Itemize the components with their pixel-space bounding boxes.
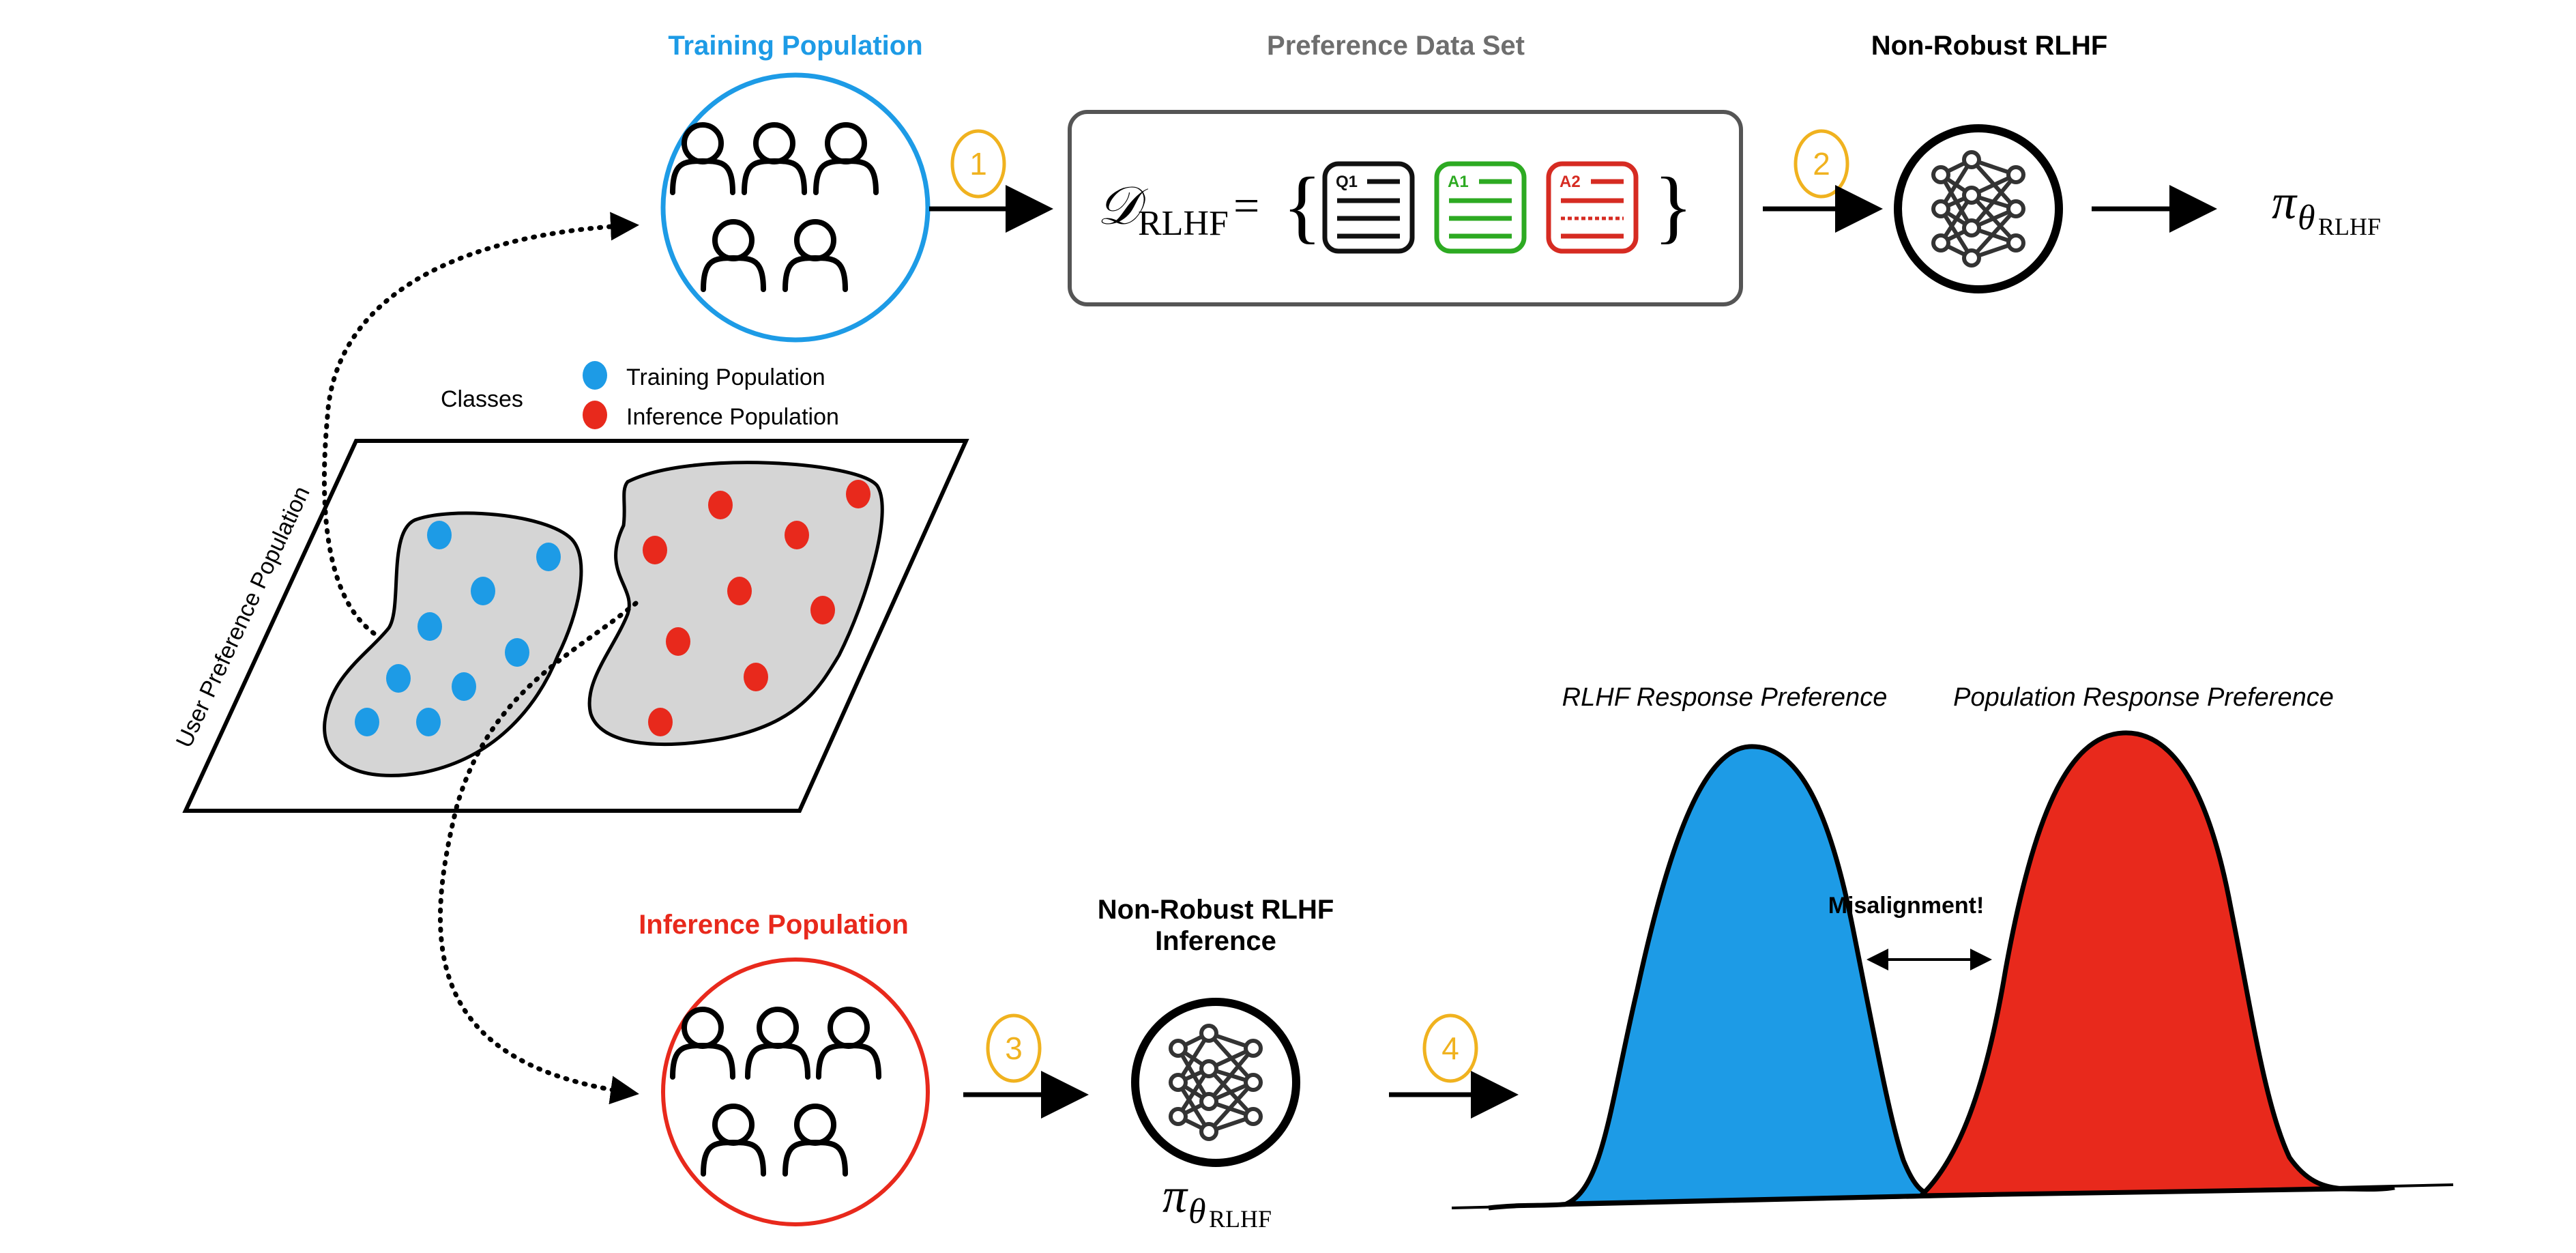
inference-population-group	[661, 957, 930, 1226]
population-response-preference-label: Population Response Preference	[1953, 683, 2334, 712]
distribution-baseline	[1451, 1183, 2454, 1209]
svg-text:Q1: Q1	[1336, 173, 1358, 191]
training-population-group	[660, 72, 931, 343]
training-dot	[386, 664, 411, 693]
policy-symbol-bottom: π θ RLHF	[1162, 1168, 1272, 1233]
inference-dots	[643, 480, 870, 736]
inference-dot	[810, 596, 835, 624]
svg-text:π: π	[2272, 175, 2298, 229]
rlhf-distribution-curve	[1565, 744, 1934, 1207]
neural-network-icon	[1131, 998, 1300, 1167]
legend-item-training: Training Population	[583, 361, 825, 390]
inference-dot	[708, 491, 733, 519]
inference-dot	[785, 521, 809, 549]
svg-text:Training Population: Training Population	[626, 364, 825, 390]
svg-text:4: 4	[1441, 1031, 1459, 1066]
misalignment-label: Misalignment!	[1828, 893, 1985, 919]
inference-population-circle	[661, 957, 930, 1226]
dotted-arrow-to-inference	[437, 601, 639, 1105]
training-dot	[505, 638, 529, 667]
training-dot	[452, 672, 476, 701]
distribution-tail-right	[2339, 1185, 2395, 1192]
dataset-subscript: RLHF	[1138, 204, 1229, 243]
dataset-equals: =	[1233, 179, 1259, 231]
question-card: Q1	[1322, 161, 1415, 254]
svg-text:3: 3	[1005, 1031, 1023, 1066]
training-dots	[355, 521, 561, 736]
step-2-badge: 2	[1794, 129, 1849, 199]
legend-title: Classes	[441, 386, 523, 412]
svg-text:Inference Population: Inference Population	[626, 404, 839, 430]
svg-text:θ: θ	[2298, 199, 2315, 237]
open-brace: {	[1283, 160, 1322, 251]
distribution-tail-left	[1488, 1201, 1570, 1211]
training-dot	[427, 521, 452, 549]
svg-text:θ: θ	[1188, 1192, 1206, 1231]
step-1-badge: 1	[950, 129, 1006, 199]
answer-1-card: A1	[1434, 161, 1527, 254]
step-3-badge: 3	[986, 1013, 1042, 1083]
step-4-badge: 4	[1422, 1013, 1478, 1083]
training-dot	[418, 612, 442, 641]
training-dot	[355, 708, 379, 736]
inference-dot	[727, 577, 752, 605]
svg-text:2: 2	[1813, 146, 1830, 182]
inference-dot	[846, 480, 870, 508]
training-class-blob	[323, 511, 583, 777]
inference-network-title-line1: Non-Robust RLHF	[1098, 895, 1334, 925]
svg-text:A1: A1	[1448, 173, 1469, 191]
svg-text:A2: A2	[1560, 173, 1581, 191]
population-distribution-curve	[1915, 730, 2345, 1198]
inference-population-title: Inference Population	[639, 910, 909, 940]
inference-dot	[648, 708, 673, 736]
inference-network-title-line2: Inference	[1155, 926, 1276, 956]
svg-text:RLHF: RLHF	[2318, 213, 2381, 240]
non-robust-rlhf-title: Non-Robust RLHF	[1871, 31, 2108, 61]
legend-item-inference: Inference Population	[583, 401, 839, 430]
dotted-arrow-to-training	[321, 212, 639, 636]
training-population-title: Training Population	[668, 31, 922, 61]
svg-text:1: 1	[969, 146, 987, 182]
preference-data-set-title: Preference Data Set	[1267, 31, 1525, 61]
inference-dot	[666, 627, 690, 656]
neural-network-icon	[1894, 124, 2063, 293]
policy-symbol-top: π θ RLHF	[2272, 175, 2381, 240]
inference-dot	[643, 536, 667, 564]
svg-text:RLHF: RLHF	[1209, 1205, 1272, 1233]
training-dot	[536, 543, 561, 571]
training-dot	[416, 708, 441, 736]
training-dot	[471, 577, 495, 605]
close-brace: }	[1654, 160, 1693, 251]
inference-dot	[744, 663, 768, 691]
preference-dataset-box: 𝒟 RLHF = { } Q1 A1 A2	[1068, 110, 1743, 306]
svg-text:π: π	[1162, 1168, 1188, 1223]
training-population-circle	[660, 72, 931, 343]
rlhf-response-preference-label: RLHF Response Preference	[1562, 683, 1888, 712]
answer-2-card: A2	[1546, 161, 1639, 254]
